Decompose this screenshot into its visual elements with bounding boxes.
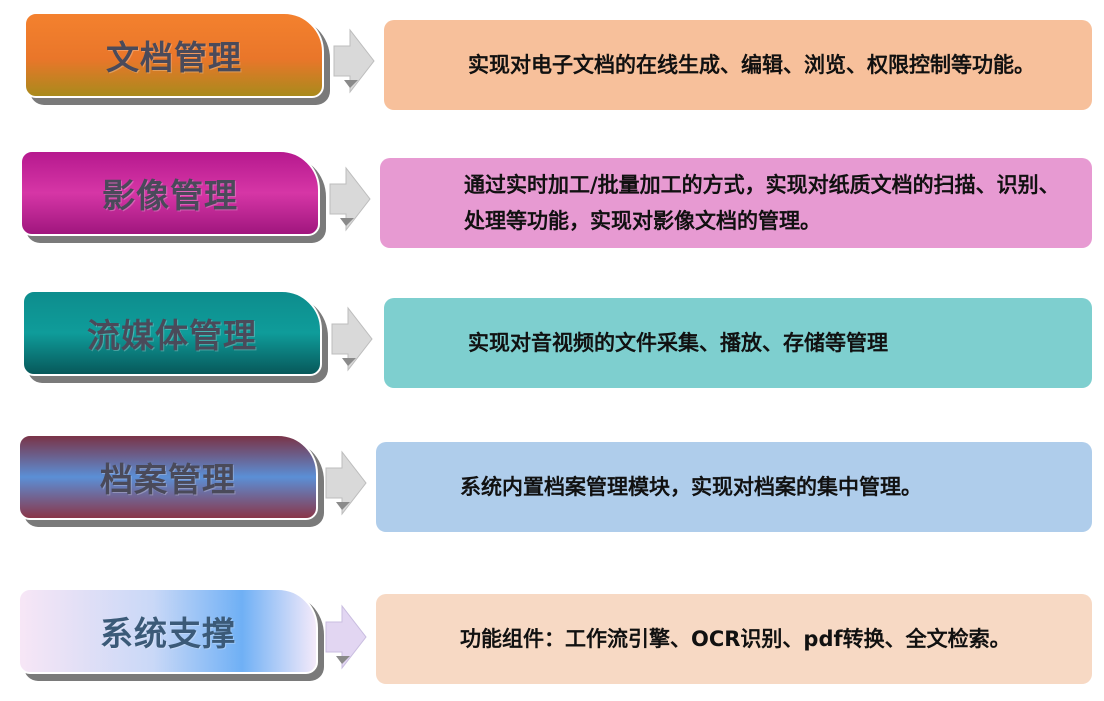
category-title: 系统支撑: [100, 614, 236, 653]
row-archive-management: 档案管理 系统内置档案管理模块，实现对档案的集中管理。: [0, 432, 1104, 542]
category-title: 流媒体管理: [87, 316, 257, 355]
category-tab: 文档管理: [24, 12, 324, 98]
row-image-management: 影像管理 通过实时加工/批量加工的方式，实现对纸质文档的扫描、识别、处理等功能，…: [0, 148, 1104, 258]
description-text: 通过实时加工/批量加工的方式，实现对纸质文档的扫描、识别、处理等功能，实现对影像…: [464, 173, 1060, 233]
category-title: 文档管理: [106, 38, 242, 77]
description-text: 实现对音视频的文件采集、播放、存储等管理: [468, 331, 888, 355]
description-box: 实现对音视频的文件采集、播放、存储等管理: [384, 298, 1092, 388]
arrow-icon: [329, 166, 371, 232]
category-title: 影像管理: [102, 176, 238, 215]
row-document-management: 文档管理 实现对电子文档的在线生成、编辑、浏览、权限控制等功能。: [0, 10, 1104, 120]
description-box: 系统内置档案管理模块，实现对档案的集中管理。: [376, 442, 1092, 532]
category-tab: 档案管理: [18, 434, 318, 520]
category-tab: 影像管理: [20, 150, 320, 236]
arrow-icon: [325, 604, 367, 670]
description-box: 通过实时加工/批量加工的方式，实现对纸质文档的扫描、识别、处理等功能，实现对影像…: [380, 158, 1092, 248]
row-system-support: 系统支撑 功能组件：工作流引擎、OCR识别、pdf转换、全文检索。: [0, 586, 1104, 696]
category-tab: 流媒体管理: [22, 290, 322, 376]
category-tab: 系统支撑: [18, 588, 318, 674]
category-title: 档案管理: [100, 460, 236, 499]
arrow-icon: [333, 28, 375, 94]
description-box: 实现对电子文档的在线生成、编辑、浏览、权限控制等功能。: [384, 20, 1092, 110]
description-text: 功能组件：工作流引擎、OCR识别、pdf转换、全文检索。: [460, 627, 1011, 651]
description-box: 功能组件：工作流引擎、OCR识别、pdf转换、全文检索。: [376, 594, 1092, 684]
row-streaming-media-management: 流媒体管理 实现对音视频的文件采集、播放、存储等管理: [0, 288, 1104, 398]
arrow-icon: [325, 450, 367, 516]
description-text: 系统内置档案管理模块，实现对档案的集中管理。: [460, 475, 922, 499]
arrow-icon: [331, 306, 373, 372]
description-text: 实现对电子文档的在线生成、编辑、浏览、权限控制等功能。: [468, 53, 1035, 77]
